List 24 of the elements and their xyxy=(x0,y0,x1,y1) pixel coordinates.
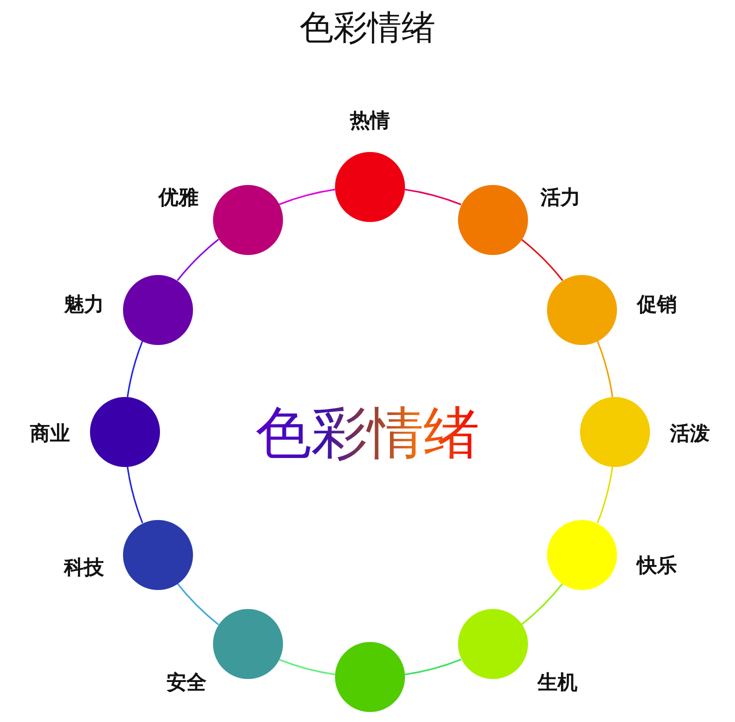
connector-arc xyxy=(126,466,144,524)
circle-label: 热情 xyxy=(348,107,391,134)
circle-label: 优雅 xyxy=(157,184,200,211)
connector-arc xyxy=(521,583,564,626)
circle-label: 科技 xyxy=(62,554,105,580)
connector-arc xyxy=(176,583,219,626)
connector-arc xyxy=(126,340,144,398)
circle-label: 商业 xyxy=(29,420,71,447)
connector-arc xyxy=(404,658,462,676)
connector-arc xyxy=(521,238,564,281)
connector-arc xyxy=(596,340,614,398)
circle-label: 魅力 xyxy=(62,290,105,318)
circle-label: 生机 xyxy=(536,669,578,696)
connector-arc xyxy=(596,466,614,524)
circle-label: 活力 xyxy=(539,184,582,211)
circle-label: 活泼 xyxy=(668,420,711,447)
circle-label: 安全 xyxy=(166,669,208,696)
connector-arc xyxy=(404,188,462,206)
title: 色彩情绪 xyxy=(300,8,436,48)
connector-arc xyxy=(278,188,336,206)
connector-arc xyxy=(176,238,219,281)
circle-label: 快乐 xyxy=(635,552,678,578)
circle-label: 促销 xyxy=(636,290,678,318)
connector-arc xyxy=(278,658,336,676)
